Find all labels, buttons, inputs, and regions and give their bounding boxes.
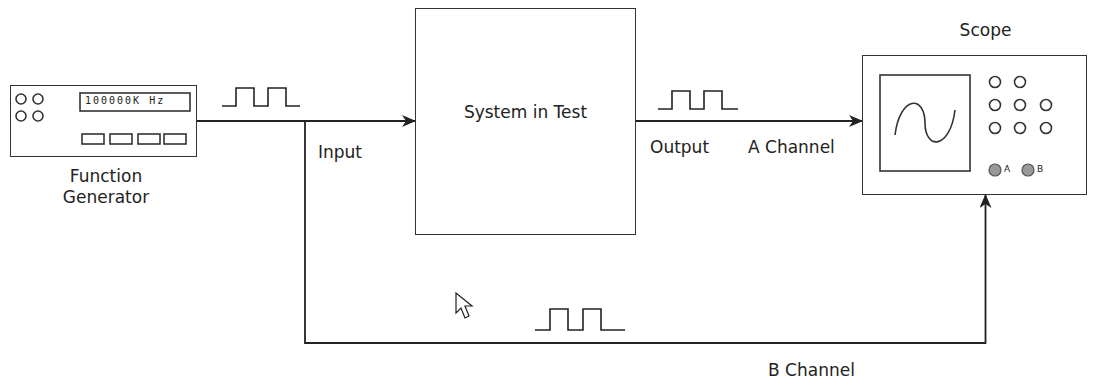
channel-name: A Channel	[748, 137, 835, 157]
signal-wire	[636, 120, 862, 122]
scope-housing: Scope	[862, 55, 1087, 195]
node-title: Function Generator	[31, 166, 181, 209]
channel-jack-label: A	[1004, 164, 1010, 175]
mouse-cursor	[456, 293, 472, 318]
node-title: Scope	[923, 20, 1048, 41]
channel-name: B Channel	[768, 360, 855, 380]
pulse-signals	[222, 88, 738, 330]
scope-parts	[880, 75, 1052, 176]
signal-name: Output	[650, 137, 709, 157]
frequency-display: 100000K Hz	[85, 95, 165, 107]
node-title: System in Test	[424, 102, 627, 123]
channel-jack-label: B	[1037, 164, 1043, 175]
system-box: System in Test	[415, 8, 636, 235]
signal-wire	[197, 121, 986, 343]
function-generator-parts	[16, 93, 190, 144]
signal-name: Input	[318, 142, 362, 162]
